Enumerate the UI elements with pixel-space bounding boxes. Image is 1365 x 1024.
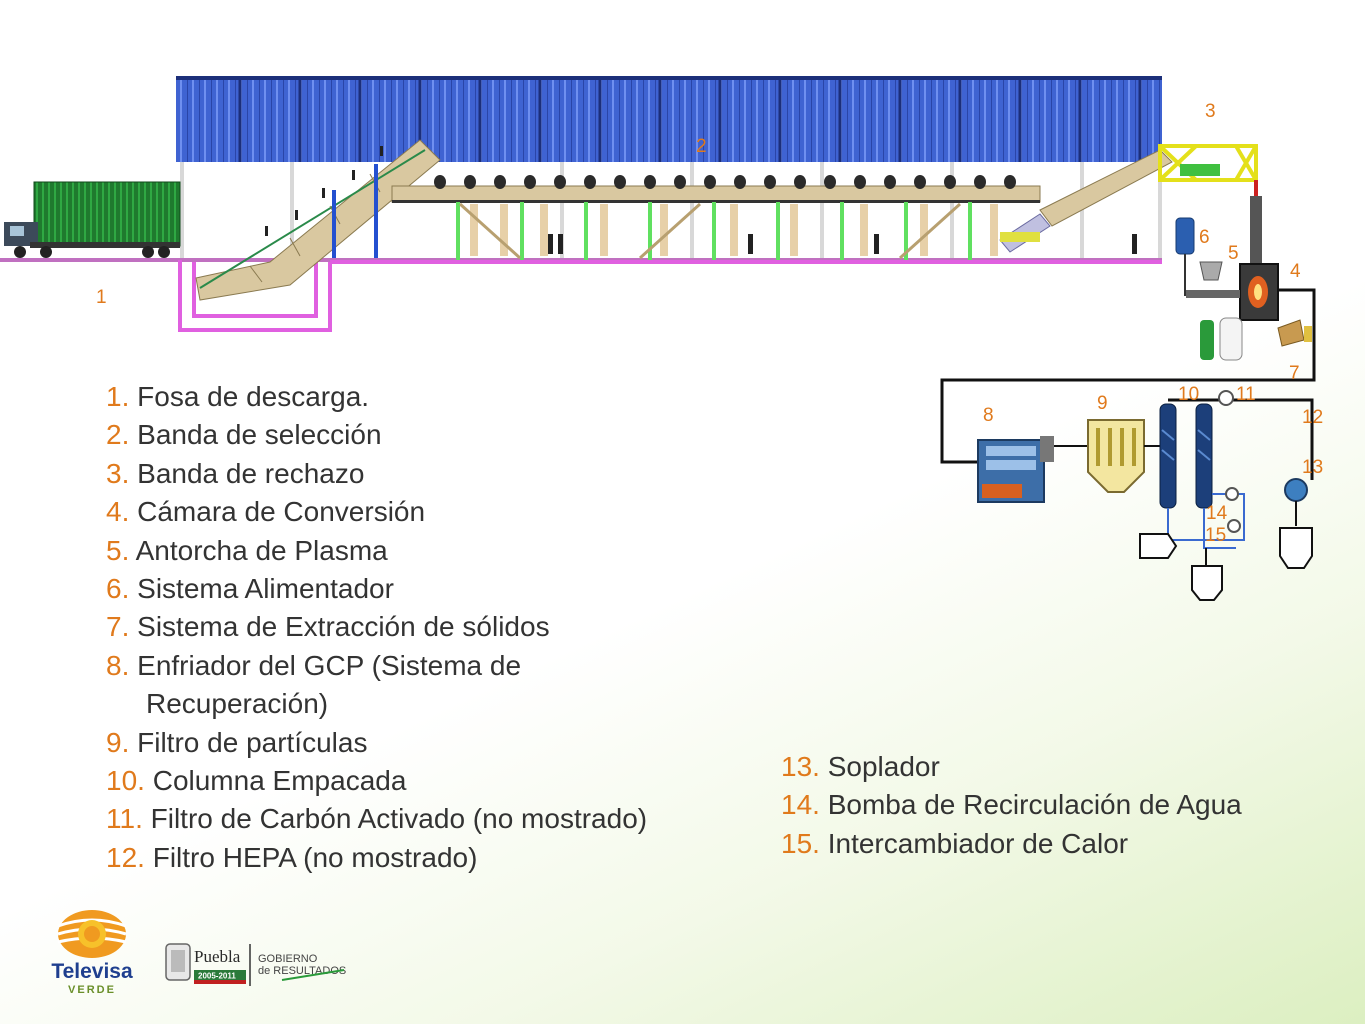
legend-text: Cámara de Conversión bbox=[129, 496, 426, 528]
callout-4: 4 bbox=[1290, 261, 1301, 282]
legend-item: 3. Banda de rechazo bbox=[106, 455, 647, 493]
legend-text: Antorcha de Plasma bbox=[129, 534, 388, 566]
legend-list-right: 13. Soplador 14. Bomba de Recirculación … bbox=[781, 748, 1242, 863]
legend-item: 6. Sistema Alimentador bbox=[106, 570, 647, 608]
legend-text: Filtro HEPA (no mostrado) bbox=[144, 841, 478, 873]
legend-number: 10. bbox=[106, 765, 145, 797]
puebla-gobierno-logo: Puebla 2005-2011 GOBIERNO de RESULTADOS bbox=[165, 943, 346, 986]
legend-item: 5. Antorcha de Plasma bbox=[106, 532, 647, 570]
legend-number: 3. bbox=[106, 457, 130, 489]
legend-text: Sistema de Extracción de sólidos bbox=[129, 611, 550, 643]
truck bbox=[4, 181, 181, 258]
legend-text: Banda de selección bbox=[129, 419, 382, 451]
unloading-pit bbox=[178, 260, 1162, 332]
legend-number: 9. bbox=[106, 726, 130, 758]
puebla-period: 2005-2011 bbox=[198, 972, 236, 981]
legend-item-continuation: Recuperación) bbox=[106, 685, 647, 723]
callout-13: 13 bbox=[1302, 457, 1323, 478]
legend-item: 15. Intercambiador de Calor bbox=[781, 825, 1242, 863]
legend-number: 12. bbox=[106, 841, 145, 873]
legend-number: 2. bbox=[106, 419, 130, 451]
legend-list-left: 1. Fosa de descarga. 2. Banda de selecci… bbox=[106, 378, 647, 877]
conversion-chamber bbox=[1239, 196, 1279, 321]
legend-text: Columna Empacada bbox=[144, 765, 407, 797]
callout-9: 9 bbox=[1097, 393, 1108, 414]
legend-item: 7. Sistema de Extracción de sólidos bbox=[106, 608, 647, 646]
televisa-wordmark: Televisa bbox=[51, 960, 133, 983]
legend-number: 8. bbox=[106, 649, 130, 681]
callout-5: 5 bbox=[1228, 243, 1239, 264]
legend-text: Bomba de Recirculación de Agua bbox=[819, 789, 1242, 821]
building-facade bbox=[176, 76, 1162, 262]
legend-item: 1. Fosa de descarga. bbox=[106, 378, 647, 416]
televisa-eye-icon bbox=[57, 910, 127, 958]
legend-item: 4. Cámara de Conversión bbox=[106, 493, 647, 531]
legend-item: 2. Banda de selección bbox=[106, 416, 647, 454]
callout-1: 1 bbox=[96, 287, 107, 308]
legend-text: Fosa de descarga. bbox=[129, 381, 370, 412]
legend-number: 1. bbox=[106, 381, 130, 412]
legend-text: Recuperación) bbox=[146, 688, 329, 720]
callout-3: 3 bbox=[1205, 101, 1216, 122]
televisa-verde-label: VERDE bbox=[68, 984, 116, 996]
packed-columns bbox=[1159, 390, 1234, 509]
puebla-wordmark: Puebla bbox=[194, 947, 241, 966]
legend-number: 13. bbox=[781, 751, 820, 782]
collection-hoppers bbox=[1139, 533, 1223, 601]
legend-text: Filtro de Carbón Activado (no mostrado) bbox=[142, 803, 648, 835]
legend-item: 10. Columna Empacada bbox=[106, 762, 647, 800]
solids-extraction bbox=[1277, 319, 1312, 347]
legend-number: 15. bbox=[781, 827, 820, 859]
blower bbox=[1279, 478, 1313, 569]
legend-text: Filtro de partículas bbox=[129, 726, 368, 758]
legend-text: Sistema Alimentador bbox=[129, 573, 394, 605]
water-recirculation bbox=[1167, 487, 1245, 566]
callout-11: 11 bbox=[1236, 384, 1256, 405]
callout-14: 14 bbox=[1206, 503, 1228, 524]
legend-number: 4. bbox=[106, 496, 130, 528]
callout-10: 10 bbox=[1178, 384, 1199, 405]
legend-text: Banda de rechazo bbox=[129, 457, 365, 489]
legend-item: 11. Filtro de Carbón Activado (no mostra… bbox=[106, 800, 647, 838]
legend-text: Intercambiador de Calor bbox=[819, 827, 1129, 859]
callout-6: 6 bbox=[1199, 227, 1210, 248]
legend-item: 13. Soplador bbox=[781, 748, 1242, 786]
legend-text: Enfriador del GCP (Sistema de bbox=[129, 649, 522, 681]
gobierno-line-1: GOBIERNO bbox=[258, 953, 318, 965]
diagram-callouts: 1 2 3 4 5 6 7 8 9 10 11 12 13 14 15 bbox=[96, 101, 1323, 546]
feed-system bbox=[1175, 217, 1243, 361]
legend-number: 7. bbox=[106, 611, 130, 643]
televisa-verde-logo: Televisa VERDE bbox=[51, 910, 133, 996]
legend-item: 9. Filtro de partículas bbox=[106, 724, 647, 762]
callout-7: 7 bbox=[1289, 363, 1300, 384]
reject-conveyor bbox=[999, 144, 1258, 253]
puebla-seal-icon bbox=[165, 943, 191, 981]
gcp-cooler bbox=[977, 436, 1090, 503]
sorting-conveyor bbox=[332, 164, 1137, 260]
plasma-plant-diagram: 1 2 3 4 5 6 7 8 9 10 11 12 13 14 15 bbox=[0, 76, 1323, 601]
callout-12: 12 bbox=[1302, 407, 1323, 428]
legend-item: 8. Enfriador del GCP (Sistema de bbox=[106, 647, 647, 685]
legend-item: 12. Filtro HEPA (no mostrado) bbox=[106, 839, 647, 877]
legend-item: 14. Bomba de Recirculación de Agua bbox=[781, 786, 1242, 824]
particle-filter bbox=[1087, 419, 1166, 493]
legend-number: 6. bbox=[106, 573, 130, 605]
callout-8: 8 bbox=[983, 405, 994, 426]
legend-number: 14. bbox=[781, 789, 820, 821]
legend-number: 5. bbox=[106, 534, 130, 566]
legend-number: 11. bbox=[106, 803, 143, 835]
callout-2: 2 bbox=[696, 136, 707, 157]
legend-text: Soplador bbox=[819, 751, 940, 782]
callout-15: 15 bbox=[1205, 525, 1226, 546]
